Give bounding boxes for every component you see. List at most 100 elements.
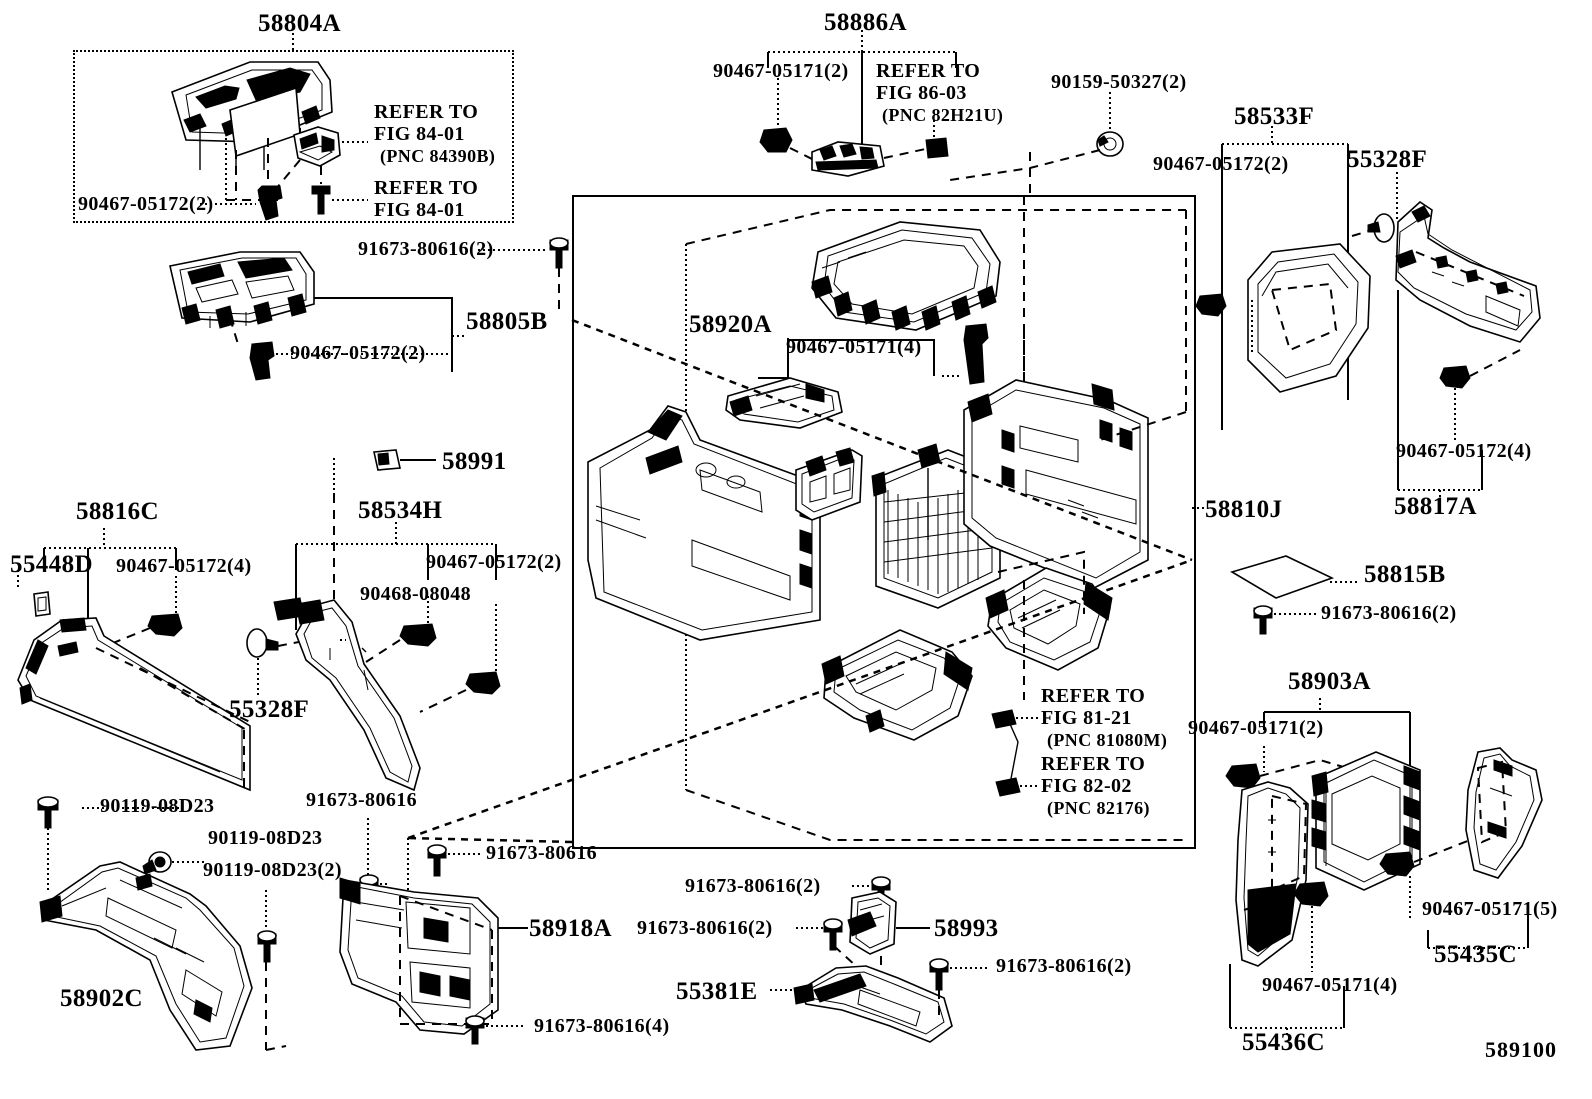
main-assembly-box <box>572 195 1196 849</box>
refer-block-4-line1: REFER TO <box>1041 685 1146 707</box>
part-screw-90119-c <box>257 930 277 963</box>
part-91673-80616-2-e: 91673-80616(2) <box>996 955 1132 977</box>
part-55448d-clip <box>33 591 51 617</box>
callout-55381e: 55381E <box>676 978 758 1005</box>
callout-58991: 58991 <box>442 448 507 475</box>
part-screw-91673-c <box>359 874 379 907</box>
part-91673-80616-2-a: 91673-80616(2) <box>358 238 494 260</box>
part-screw-91673-e <box>465 1015 485 1045</box>
part-clip-90467-05171-d <box>1379 851 1415 877</box>
part-washer-90159-50327 <box>1096 131 1124 157</box>
callout-58903a: 58903A <box>1288 668 1371 695</box>
part-58902c-bracket <box>39 861 253 1051</box>
part-clip-90468-08048 <box>399 623 437 647</box>
refer-block-5-line1: REFER TO <box>1041 753 1146 775</box>
part-58805b-frame <box>169 251 315 329</box>
part-58816c-panel <box>17 617 251 792</box>
part-screw-90119-a <box>37 796 59 829</box>
part-90119-08d23-a: 90119-08D23 <box>100 795 215 817</box>
part-90467-05171-5: 90467-05171(5) <box>1422 898 1558 920</box>
callout-58993: 58993 <box>934 915 999 942</box>
refer-block-2-line2: FIG 84-01 <box>374 199 465 221</box>
callout-58804a: 58804A <box>258 10 341 37</box>
refer-block-2-line1: REFER TO <box>374 177 479 199</box>
callout-55436c: 55436C <box>1242 1029 1325 1056</box>
part-91673-80616-2-b: 91673-80616(2) <box>1321 602 1457 624</box>
part-55328f-cap-left <box>246 628 279 658</box>
callout-58886a: 58886A <box>824 9 907 36</box>
part-90119-08d23-b: 90119-08D23 <box>208 827 323 849</box>
part-58533f-panel <box>1247 243 1371 393</box>
refer-block-1-line3: (PNC 84390B) <box>380 146 496 166</box>
part-screw-91673-b <box>1253 605 1273 635</box>
part-clip-90467-05172-e <box>147 613 183 637</box>
part-91673-80616-2-c: 91673-80616(2) <box>685 875 821 897</box>
callout-58920a: 58920A <box>689 311 772 338</box>
part-90467-05171-2-a: 90467-05171(2) <box>713 60 849 82</box>
part-clip-90467-05172-f <box>465 671 501 695</box>
part-91673-80616-4: 91673-80616(4) <box>534 1015 670 1037</box>
part-91673-80616-2-d: 91673-80616(2) <box>637 917 773 939</box>
part-90468-08048: 90468-08048 <box>360 583 472 605</box>
part-58903a-bracket <box>1311 751 1421 891</box>
part-screw-91673-d <box>427 844 447 877</box>
callout-58810j: 58810J <box>1205 496 1283 523</box>
part-55328f-cap-right <box>1367 213 1395 243</box>
refer-block-3-line1: REFER TO <box>876 60 981 82</box>
part-90467-05172-2-d: 90467-05172(2) <box>426 551 562 573</box>
part-clip-90467-05172-c <box>1439 365 1471 389</box>
part-clip-90467-05171-e <box>1293 881 1329 907</box>
callout-58816c: 58816C <box>76 498 159 525</box>
group-box-58804A <box>73 50 514 223</box>
part-connector-82h21u <box>925 137 949 159</box>
part-90467-05172-2-c: 90467-05172(2) <box>290 342 426 364</box>
part-58991-clip <box>373 449 401 471</box>
part-screw-91673-a <box>549 237 569 269</box>
part-clip-90467-05171-a <box>759 127 793 153</box>
part-screw-91673-g <box>823 918 843 951</box>
part-55435c-trim <box>1465 747 1543 879</box>
part-clip-90467-05172-d <box>249 341 275 381</box>
figure-number: 589100 <box>1485 1037 1557 1062</box>
refer-block-5-line2: FIG 82-02 <box>1041 775 1132 797</box>
part-90467-05172-2-b: 90467-05172(2) <box>1153 153 1289 175</box>
callout-58805b: 58805B <box>466 308 548 335</box>
refer-block-4-line2: FIG 81-21 <box>1041 707 1132 729</box>
callout-55448d: 55448D <box>10 551 93 578</box>
callout-58534h: 58534H <box>358 497 443 524</box>
part-clip-90467-05172-b <box>1195 293 1227 317</box>
part-screw-91673-f <box>871 876 891 909</box>
callout-55328f-left: 55328F <box>229 696 310 723</box>
part-58886a-body <box>811 141 885 177</box>
refer-block-1-line2: FIG 84-01 <box>374 123 465 145</box>
refer-block-5-line3: (PNC 82176) <box>1047 798 1150 818</box>
part-55436c-trim <box>1235 781 1309 967</box>
refer-block-3-line3: (PNC 82H21U) <box>882 105 1004 125</box>
part-screw-91673-h <box>929 958 949 991</box>
part-91673-80616-a: 91673-80616 <box>306 789 418 811</box>
callout-58902c: 58902C <box>60 985 143 1012</box>
refer-block-4-line3: (PNC 81080M) <box>1047 730 1168 750</box>
part-90159-50327-2: 90159-50327(2) <box>1051 71 1187 93</box>
part-58815b-mat <box>1230 555 1335 599</box>
part-58817a-trim <box>1395 200 1541 343</box>
part-58993-bracket <box>847 891 897 955</box>
callout-58918a: 58918A <box>529 915 612 942</box>
part-90467-05171-4-b: 90467-05171(4) <box>1262 974 1398 996</box>
part-58918a-holder <box>339 877 499 1035</box>
part-90467-05171-2-b: 90467-05171(2) <box>1188 717 1324 739</box>
callout-58533f: 58533F <box>1234 103 1315 130</box>
part-58534h-panel <box>273 597 421 792</box>
part-55381e-bracket <box>793 965 953 1043</box>
part-90467-05172-4-a: 90467-05172(4) <box>1396 440 1532 462</box>
refer-block-1-line1: REFER TO <box>374 101 479 123</box>
part-91673-80616-b: 91673-80616 <box>486 842 598 864</box>
refer-block-3-line2: FIG 86-03 <box>876 82 967 104</box>
part-90119-08d23-2: 90119-08D23(2) <box>203 859 342 881</box>
callout-58817a: 58817A <box>1394 493 1477 520</box>
callout-55328f-top: 55328F <box>1347 146 1428 173</box>
part-clip-90467-05171-c <box>1225 763 1261 789</box>
callout-55435c: 55435C <box>1434 941 1517 968</box>
part-90467-05172-4-b: 90467-05172(4) <box>116 555 252 577</box>
